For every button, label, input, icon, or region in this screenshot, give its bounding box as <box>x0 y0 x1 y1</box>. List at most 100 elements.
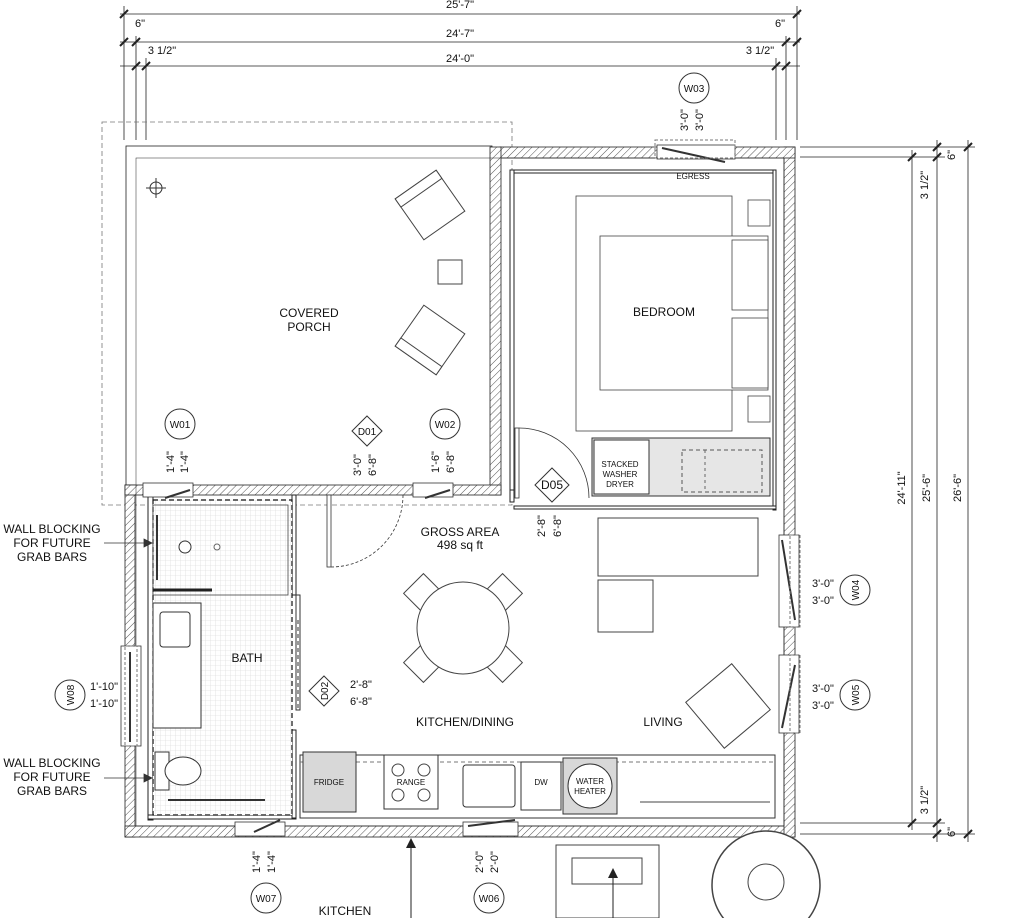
water-heater-label-2: HEATER <box>574 787 606 796</box>
section-arrow-icon <box>406 838 416 848</box>
w06-width: 2'-0" <box>474 851 486 873</box>
washer-label-3: DRYER <box>606 480 634 489</box>
tag-w04[interactable] <box>839 574 871 606</box>
w08-width: 1'-10" <box>90 681 118 693</box>
range-label: RANGE <box>397 778 425 787</box>
washer-label-1: STACKED <box>601 460 638 469</box>
w04-height: 3'-0" <box>812 595 834 607</box>
porch-chair-2 <box>394 304 466 376</box>
w01-width: 1'-4" <box>165 451 177 473</box>
dim-overall-width: 25'-7" <box>446 0 474 11</box>
living-sofa <box>597 517 759 577</box>
window-openings <box>120 144 800 837</box>
tag-d05-label: D05 <box>541 478 563 492</box>
dim-middle-width: 24'-7" <box>446 28 474 40</box>
d05-width: 2'-8" <box>536 515 548 537</box>
note-blocking-bottom-1: WALL BLOCKING <box>3 756 100 770</box>
range <box>383 754 439 810</box>
door-d01-swing <box>326 494 404 568</box>
grab-bar-blocking-outline <box>152 499 293 816</box>
door-d05-swing <box>514 427 590 499</box>
note-blocking-top-3: GRAB BARS <box>17 550 87 564</box>
w07-height: 1'-4" <box>266 851 278 873</box>
tag-d05[interactable] <box>534 467 570 503</box>
dim-sheath-right: 3 1/2" <box>746 45 774 57</box>
fridge <box>302 751 357 813</box>
tag-w03-label: W03 <box>684 84 705 95</box>
stacked-washer-dryer <box>593 439 650 495</box>
living-ottoman <box>597 579 654 633</box>
d05-height: 6'-8" <box>552 515 564 537</box>
leader-arrow-icon <box>608 868 618 878</box>
tag-d01-label: D01 <box>358 427 377 438</box>
w07-width: 1'-4" <box>251 851 263 873</box>
washer-label-2: WASHER <box>603 470 638 479</box>
dim-right-middle: 25'-6" <box>921 474 933 502</box>
vanity-sink <box>159 611 191 648</box>
tag-d02-label: D02 <box>320 681 331 700</box>
dim-inner-width: 24'-0" <box>446 53 474 65</box>
dining-set <box>402 572 524 684</box>
tag-w01[interactable] <box>164 408 196 440</box>
room-living: LIVING <box>643 715 682 729</box>
w02-height: 6'-8" <box>445 451 457 473</box>
range-burners <box>391 763 431 802</box>
dim-sheath-left: 3 1/2" <box>148 45 176 57</box>
tag-w06-label: W06 <box>479 894 500 905</box>
interior-face <box>135 157 785 827</box>
d02-height: 6'-8" <box>350 696 372 708</box>
w06-height: 2'-0" <box>489 851 501 873</box>
gross-area-value: 498 sq ft <box>437 538 484 552</box>
tag-w02-label: W02 <box>435 420 456 431</box>
shower-valve-icon <box>213 543 221 551</box>
w02-width: 1'-6" <box>430 451 442 473</box>
note-blocking-top-1: WALL BLOCKING <box>3 522 100 536</box>
tag-w07-label: W07 <box>256 894 277 905</box>
bedroom-furniture <box>575 195 771 432</box>
tag-d02[interactable] <box>308 675 340 707</box>
dim-wall-left: 6" <box>135 18 145 30</box>
tag-w05[interactable] <box>839 679 871 711</box>
tag-w02[interactable] <box>429 408 461 440</box>
room-porch-line2: PORCH <box>287 320 330 334</box>
note-kitchen-below: KITCHEN <box>319 904 372 918</box>
w03-width: 3'-0" <box>679 109 691 131</box>
dim-right-overall: 26'-6" <box>952 474 964 502</box>
room-bath: BATH <box>231 651 262 665</box>
living-armchair <box>685 663 771 749</box>
porch-chair-1 <box>394 169 466 241</box>
note-blocking-bottom-2: FOR FUTURE <box>13 770 90 784</box>
w01-height: 1'-4" <box>179 451 191 473</box>
tag-w08[interactable] <box>54 679 86 711</box>
tag-w07[interactable] <box>250 882 282 914</box>
d02-width: 2'-8" <box>350 679 372 691</box>
water-heater <box>567 763 613 809</box>
d01-height: 6'-8" <box>367 454 379 476</box>
tag-w06[interactable] <box>473 882 505 914</box>
w03-height: 3'-0" <box>694 109 706 131</box>
toilet <box>154 751 202 791</box>
w05-width: 3'-0" <box>812 683 834 695</box>
closet-shelf <box>681 449 763 493</box>
tag-w01-label: W01 <box>170 420 191 431</box>
room-bedroom: BEDROOM <box>633 305 695 319</box>
note-blocking-top-2: FOR FUTURE <box>13 536 90 550</box>
water-heater-label-1: WATER <box>576 777 604 786</box>
kitchen-sink <box>462 764 516 808</box>
gross-area-label: GROSS AREA <box>421 525 500 539</box>
w08-height: 1'-10" <box>90 698 118 710</box>
water-tank-hatch <box>747 863 785 901</box>
top-dimensions <box>119 6 802 140</box>
fridge-label: FRIDGE <box>314 778 344 787</box>
dim-right-bottom-sheath: 3 1/2" <box>919 786 931 814</box>
note-blocking-bottom-3: GRAB BARS <box>17 784 87 798</box>
dim-right-top-wall: 6" <box>946 150 958 160</box>
tag-w03[interactable] <box>678 72 710 104</box>
dim-right-inner: 24'-11" <box>896 471 908 504</box>
tag-w04-label: W04 <box>851 579 862 600</box>
w04-width: 3'-0" <box>812 578 834 590</box>
dishwasher <box>520 761 562 811</box>
tag-d01[interactable] <box>351 415 383 447</box>
w05-height: 3'-0" <box>812 700 834 712</box>
